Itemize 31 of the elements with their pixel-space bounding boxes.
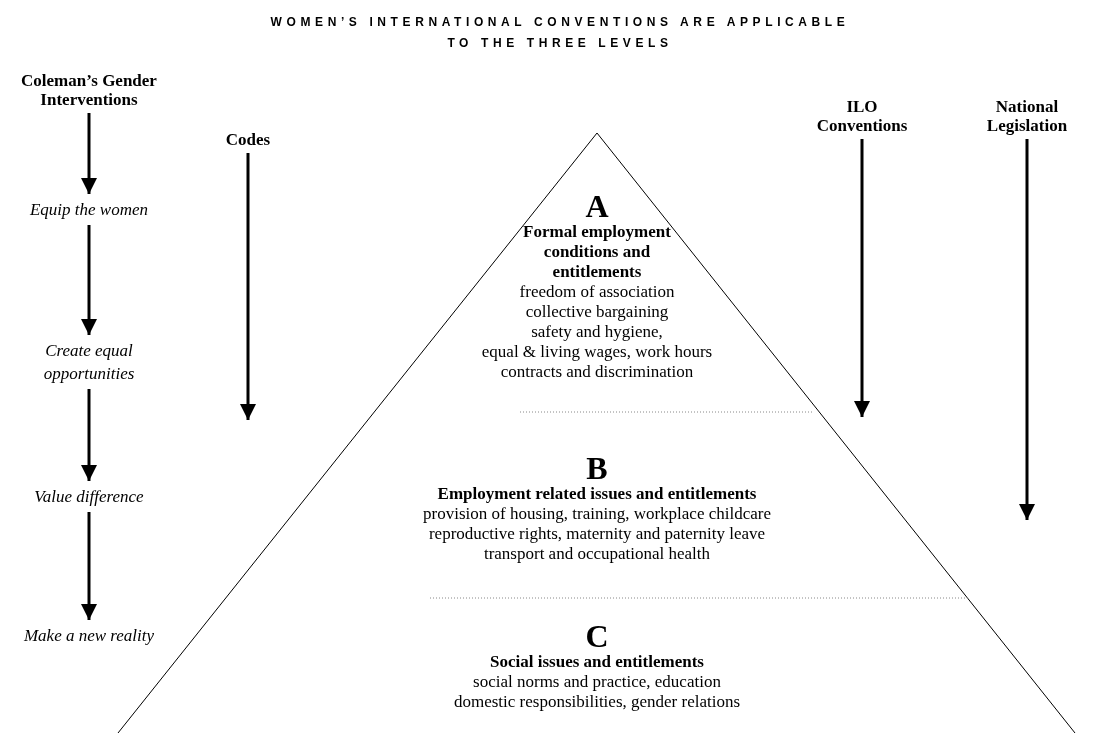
entitlement-item: domestic responsibilities, gender relations: [452, 692, 742, 712]
entitlement-item: transport and occupational health: [482, 544, 712, 564]
level-letter: C: [584, 620, 610, 652]
column-heading: ILO Conventions: [815, 97, 909, 135]
arrow: [81, 113, 97, 194]
level-heading: Social issues and entitlements: [489, 652, 705, 672]
level-letter: B: [585, 452, 609, 484]
step-label: Value difference: [33, 486, 145, 508]
entitlement-item: provision of housing, training, workplace childcare: [422, 504, 772, 524]
step-label: Create equal opportunities: [42, 340, 136, 385]
arrow: [240, 153, 256, 420]
arrow: [1019, 139, 1035, 520]
step-label: Make a new reality: [22, 625, 156, 647]
column-heading: Codes: [224, 130, 272, 149]
entitlement-item: equal & living wages, work hours: [480, 342, 714, 362]
entitlement-item: reproductive rights, maternity and paternity leave: [427, 524, 767, 544]
arrow: [854, 139, 870, 417]
level-letter: A: [584, 190, 610, 222]
entitlement-item: collective bargaining: [524, 302, 670, 322]
arrow: [81, 389, 97, 481]
column-heading: National Legislation: [985, 97, 1069, 135]
step-label: Equip the women: [28, 199, 149, 221]
arrow: [81, 225, 97, 335]
arrow: [81, 512, 97, 620]
entitlement-item: freedom of association: [518, 282, 676, 302]
entitlement-item: safety and hygiene,: [530, 322, 664, 342]
column-heading: Coleman’s Gender Interventions: [20, 71, 158, 109]
diagram-title: WOMEN’S INTERNATIONAL CONVENTIONS ARE APPLICABLE TO THE THREE LEVELS: [269, 14, 851, 52]
entitlement-item: social norms and practice, education: [472, 672, 722, 692]
entitlement-item: contracts and discrimination: [499, 362, 695, 382]
level-heading: Employment related issues and entitlements: [436, 484, 758, 504]
